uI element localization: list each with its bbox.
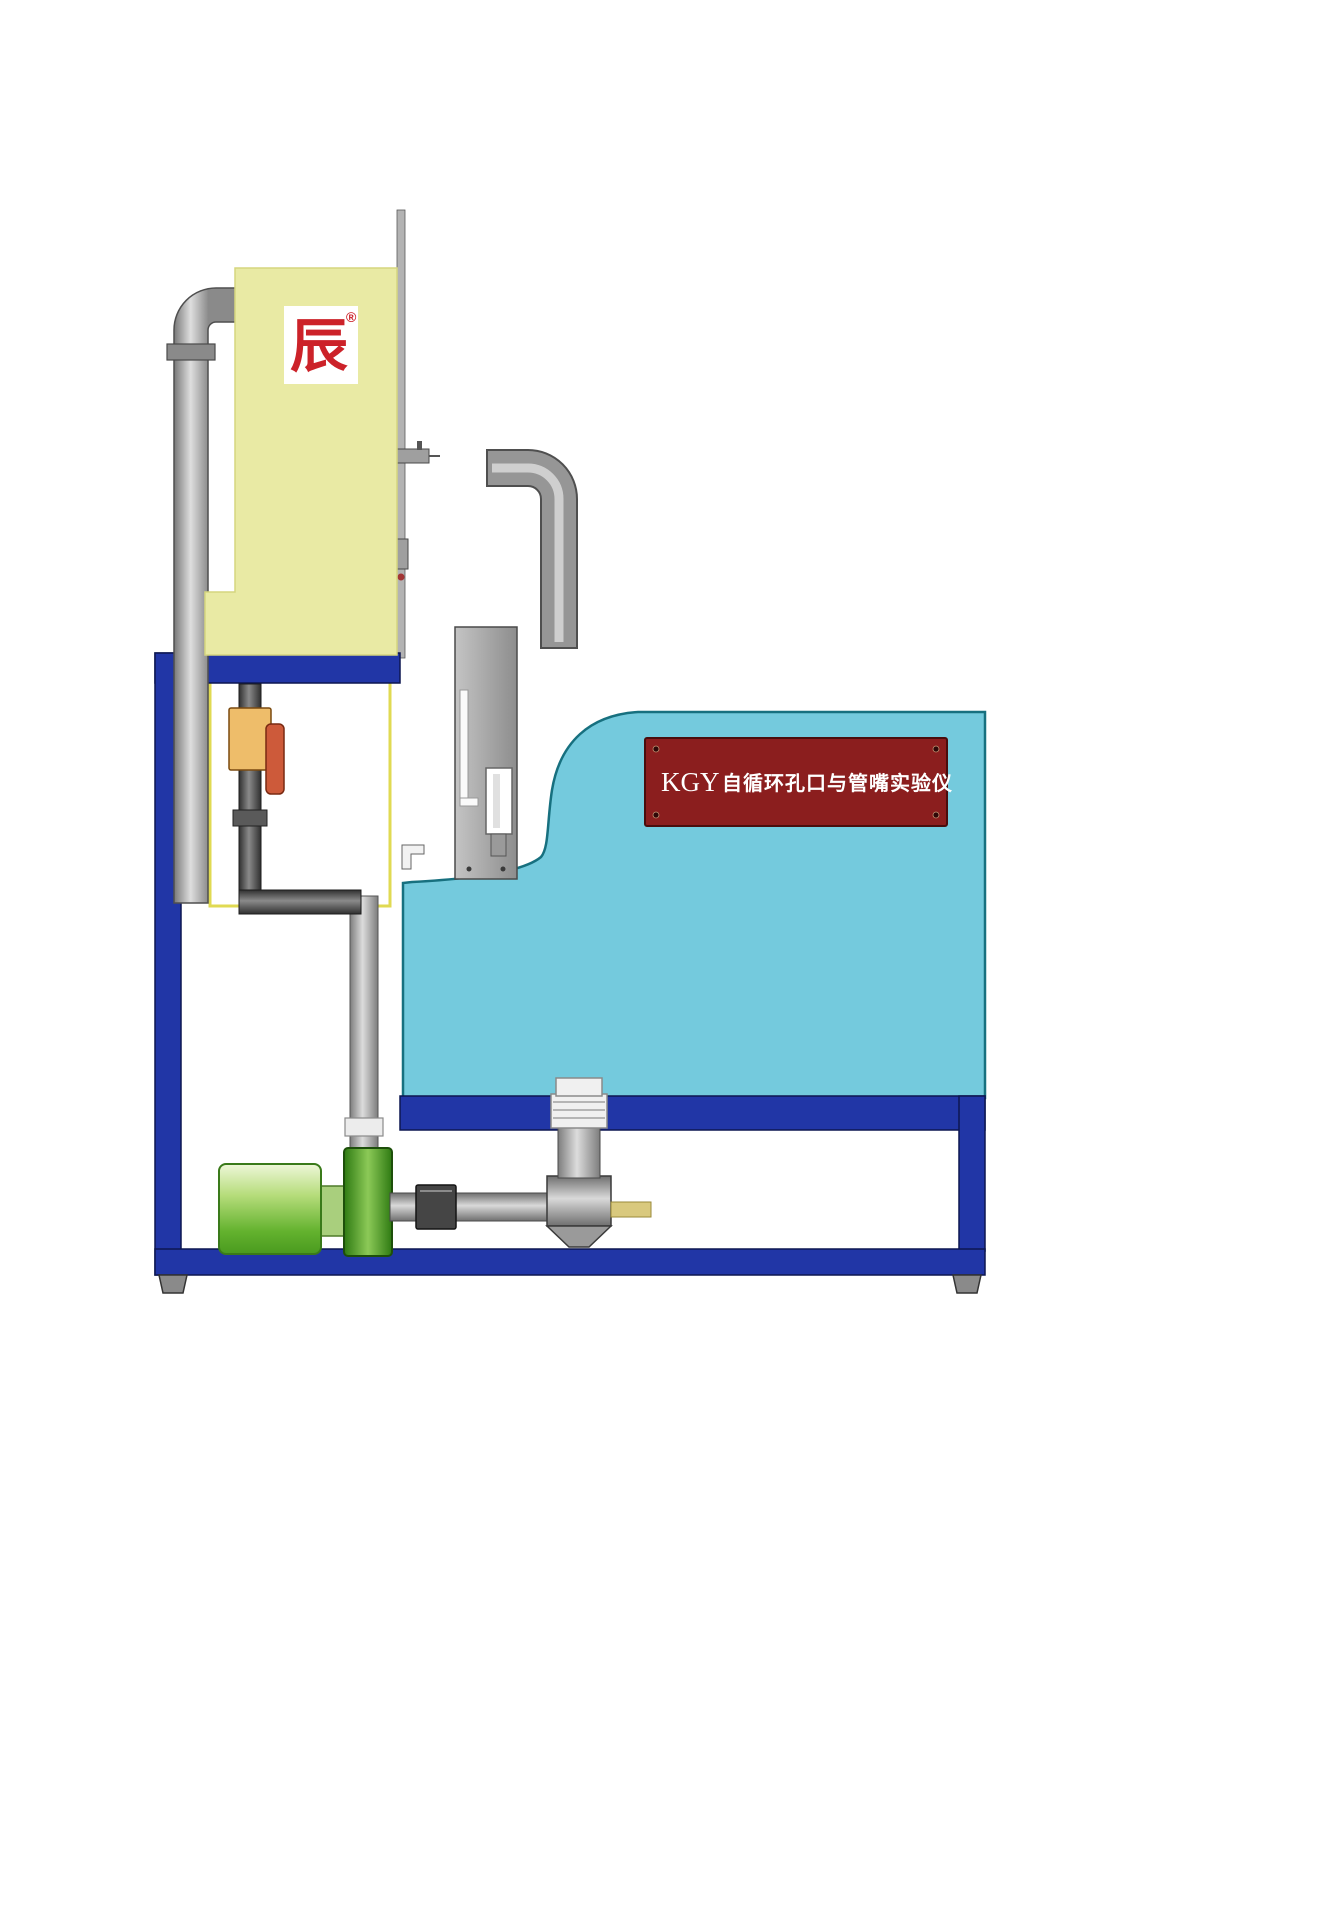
plate-model-text: KGY <box>661 767 720 797</box>
pipe-collar <box>166 343 216 361</box>
panel-screw <box>466 866 472 872</box>
valve-handle <box>265 723 285 795</box>
plate-screw <box>652 745 660 753</box>
drain-valve-line <box>228 683 362 915</box>
brand-logo: 辰 ® <box>284 306 358 384</box>
logo-background <box>284 306 358 384</box>
frame-bottom <box>154 1095 986 1276</box>
lower-tank-outline <box>208 656 392 908</box>
plate-screw <box>932 745 940 753</box>
outlet-stub <box>610 1201 652 1218</box>
pump <box>218 1117 393 1257</box>
logo-glyph: 辰 <box>290 314 348 379</box>
fitting-cap <box>555 1077 603 1097</box>
frame-middle-beam <box>399 1095 986 1131</box>
gauge-tab <box>490 833 507 857</box>
inlet-pipe-body <box>173 287 244 904</box>
discharge-pipe <box>389 1077 652 1248</box>
clamp-knob <box>397 573 405 581</box>
frame-left-post <box>154 652 182 1276</box>
name-plate: KGY 自循环孔口与管嘴实验仪 <box>644 737 953 827</box>
rod-bar <box>396 209 406 659</box>
feet <box>158 1274 982 1294</box>
clamp-pin <box>417 441 422 450</box>
valve-body <box>228 707 272 771</box>
plate-title-text: 自循环孔口与管嘴实验仪 <box>722 771 953 795</box>
discharge-pipe-run <box>389 1192 549 1222</box>
gauge-panel <box>454 626 518 880</box>
stand-rod <box>388 209 440 659</box>
elbow-fitting <box>401 844 425 870</box>
plate-board <box>644 737 948 827</box>
supply-tank: 辰 ® <box>204 267 398 656</box>
pipe-coupling <box>415 1184 457 1230</box>
plate-text: KGY 自循环孔口与管嘴实验仪 <box>661 767 953 797</box>
foot-left <box>158 1274 188 1294</box>
pipe-highlight <box>492 463 564 642</box>
overflow-pipe <box>486 449 578 649</box>
plate-screw <box>932 811 940 819</box>
pump-head <box>343 1147 393 1257</box>
registered-mark: ® <box>346 309 357 325</box>
foot-right <box>952 1274 982 1294</box>
suction-pipe <box>349 895 379 1151</box>
plate-screw <box>652 811 660 819</box>
sight-tube <box>459 689 469 803</box>
gauge-scale <box>493 774 500 828</box>
valve-pipe-horizontal <box>238 889 362 915</box>
tee-chamfer <box>545 1225 613 1248</box>
inlet-pipe <box>166 287 244 904</box>
panel-screw <box>500 866 506 872</box>
tee-junction <box>546 1175 612 1227</box>
frame-right-post <box>958 1095 986 1252</box>
pipe-union <box>232 809 268 827</box>
riser-pipe <box>557 1123 601 1179</box>
pump-motor <box>218 1163 322 1255</box>
pump-inlet-collar <box>344 1117 384 1137</box>
sight-tube-foot <box>459 797 479 807</box>
